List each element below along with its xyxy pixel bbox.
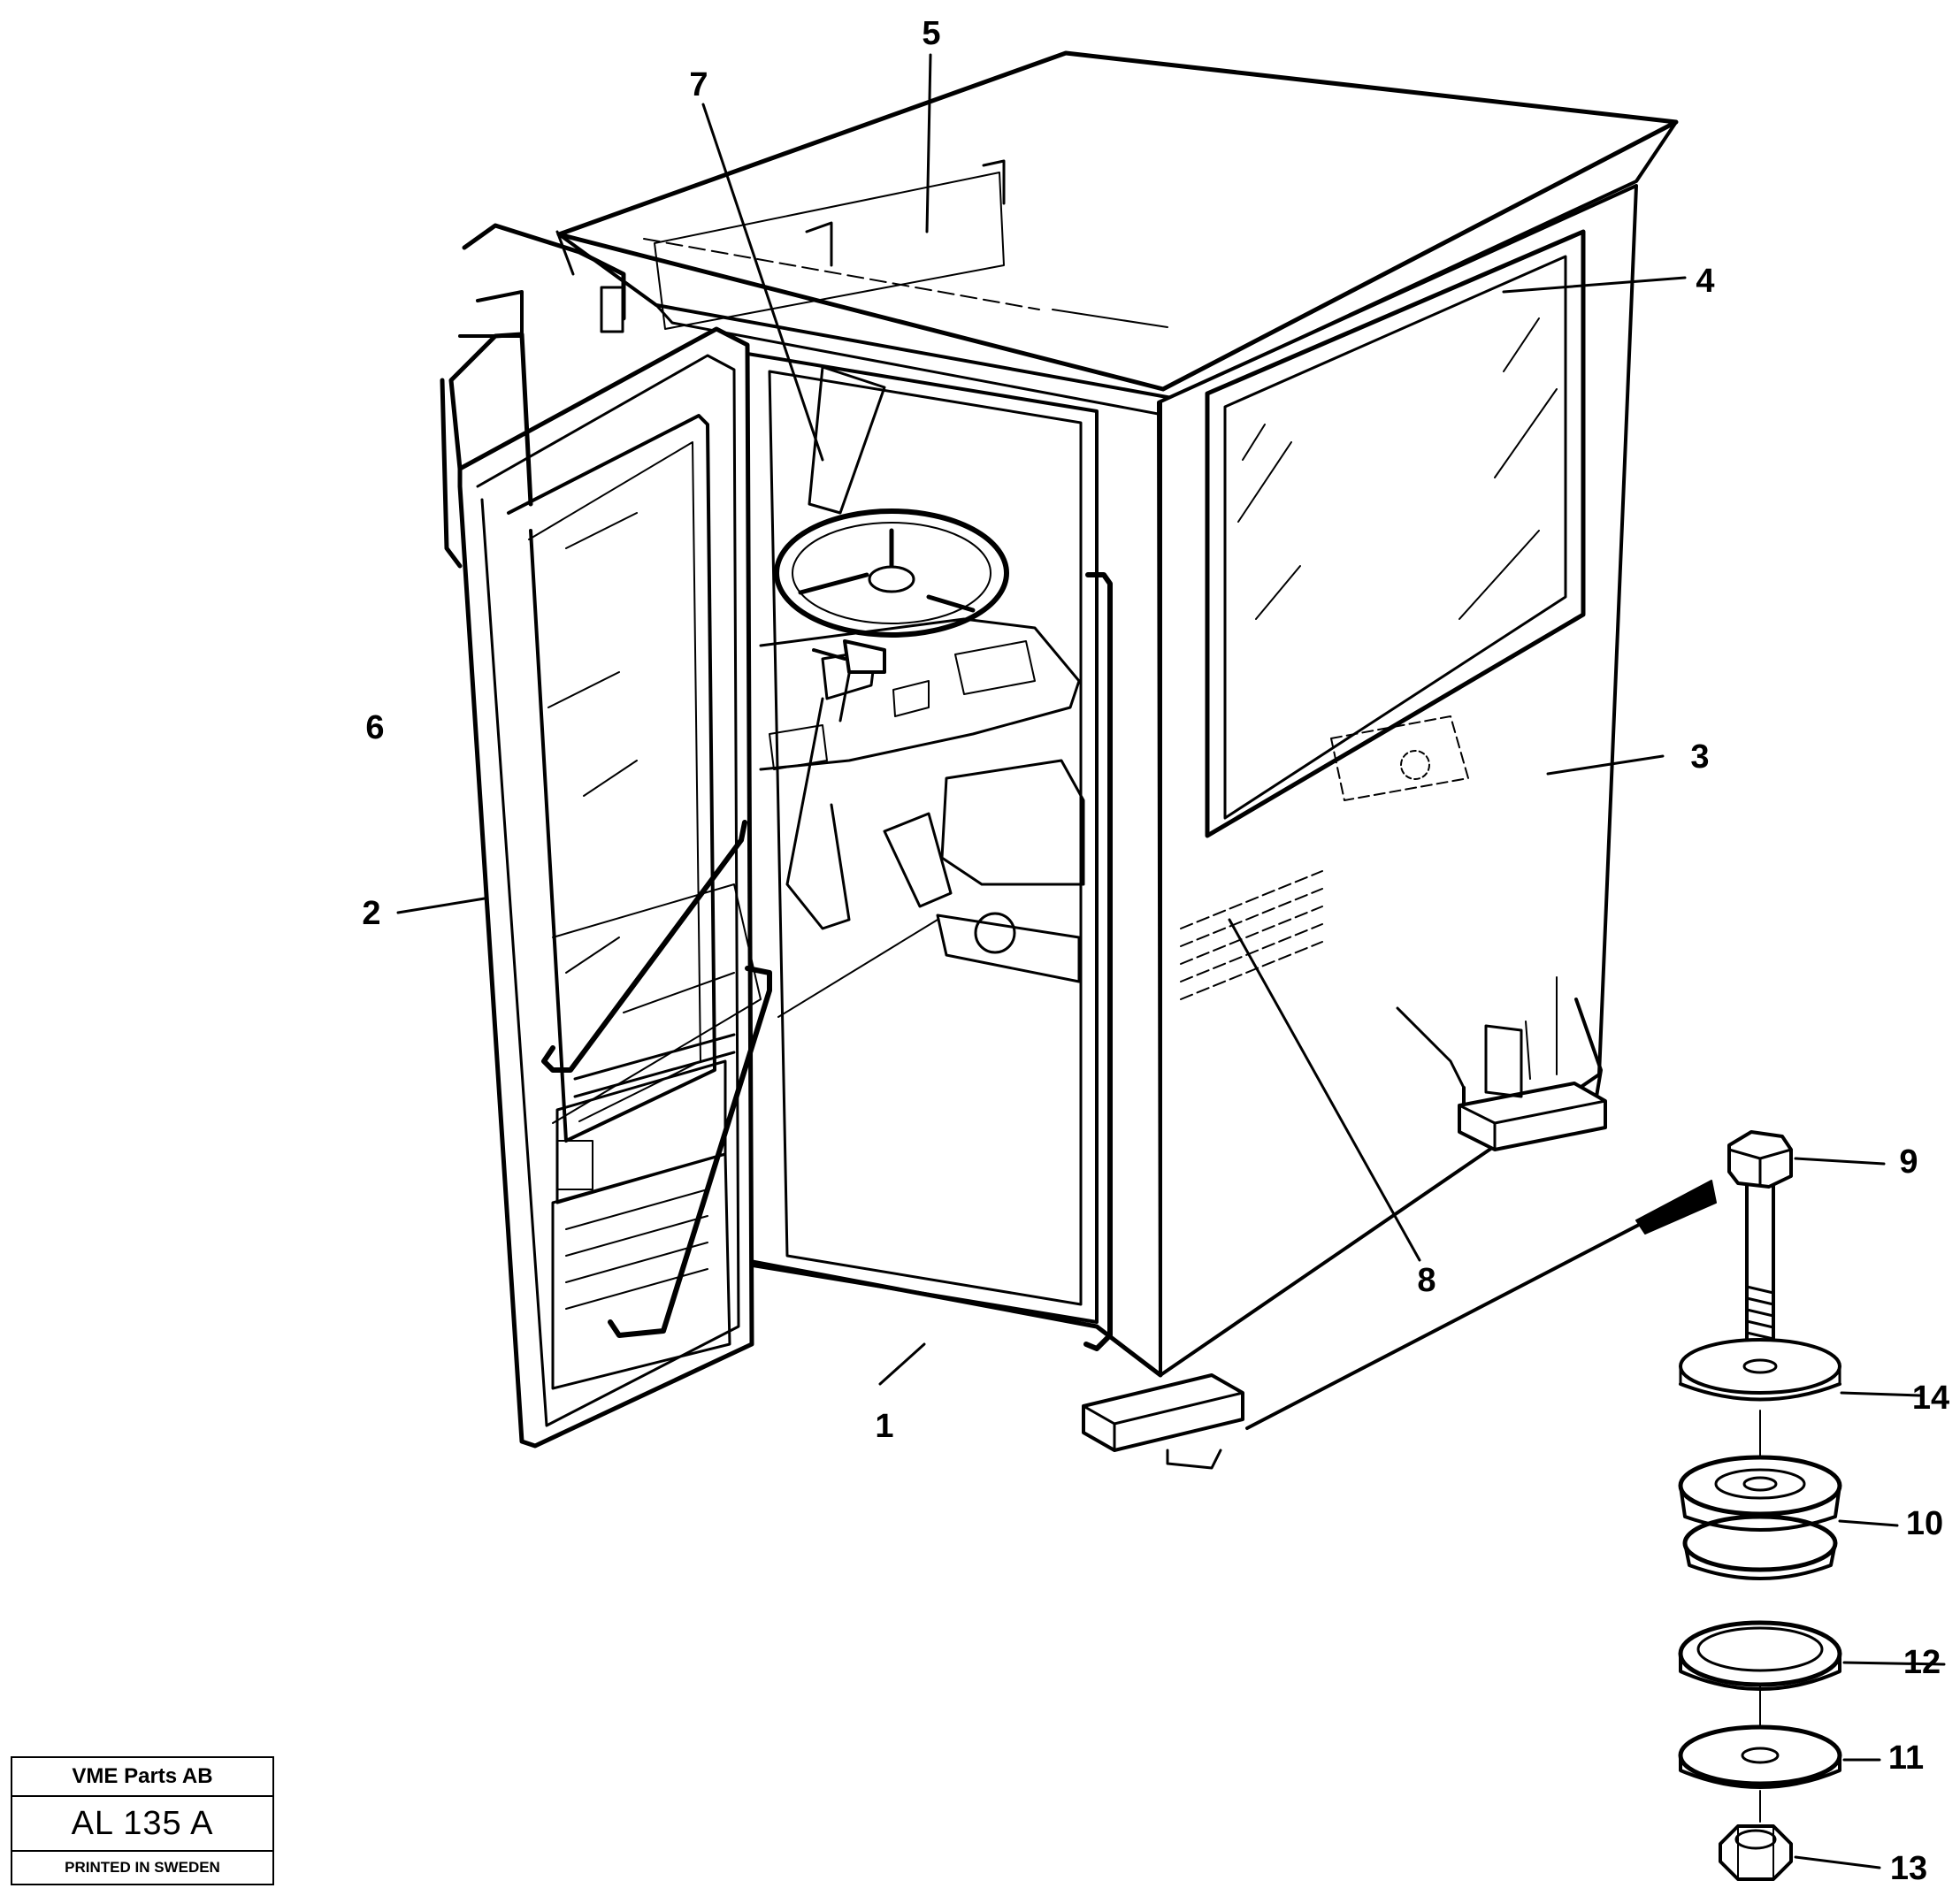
- washer-bottom: [1678, 1684, 1842, 1823]
- leader-lines: [396, 53, 1946, 1869]
- callout-6: 6: [365, 709, 384, 746]
- spacer-ring: [1678, 1620, 1842, 1691]
- rubber-mount: [1678, 1455, 1842, 1580]
- stamp-drawing-code: AL 135 A: [12, 1797, 272, 1852]
- cab-interior: [759, 365, 1085, 1018]
- bolt: [1727, 1130, 1793, 1350]
- callout-labels: 1 2 3 4 5 6 7 8 9 10 11 12 13 14: [362, 15, 1949, 1887]
- callout-1: 1: [875, 1408, 893, 1445]
- callout-12: 12: [1903, 1644, 1941, 1681]
- cab-foot-front: [1082, 1373, 1244, 1470]
- callout-3: 3: [1690, 738, 1709, 776]
- title-stamp: VME Parts AB AL 135 A PRINTED IN SWEDEN: [11, 1756, 274, 1885]
- vent-grille: [1180, 715, 1469, 1000]
- callout-8: 8: [1417, 1262, 1436, 1299]
- cab-door: [440, 326, 762, 1449]
- callout-9: 9: [1899, 1143, 1918, 1181]
- stamp-company: VME Parts AB: [12, 1758, 272, 1797]
- door-handle-upper: [541, 820, 747, 1073]
- callout-11: 11: [1888, 1739, 1924, 1777]
- callout-14: 14: [1912, 1380, 1949, 1417]
- callout-10: 10: [1906, 1505, 1943, 1542]
- door-step-bar: [608, 966, 772, 1338]
- callout-13: 13: [1890, 1850, 1927, 1887]
- callout-4: 4: [1696, 263, 1714, 300]
- switch: [812, 639, 886, 674]
- cab-body: [1157, 184, 1638, 1377]
- roof-hatch: [654, 159, 1006, 330]
- washer-large-top: [1679, 1338, 1841, 1469]
- side-window: [1205, 229, 1586, 838]
- callout-2: 2: [362, 895, 380, 932]
- mount-leader: [1245, 1180, 1717, 1430]
- gas-strut: [458, 223, 626, 338]
- nut: [1719, 1824, 1793, 1881]
- cab-foot-rear: [1458, 1024, 1607, 1151]
- grab-handle: [1083, 572, 1113, 1351]
- callout-7: 7: [689, 66, 708, 103]
- stamp-printed-note: PRINTED IN SWEDEN: [65, 1859, 220, 1876]
- callout-5: 5: [922, 15, 940, 52]
